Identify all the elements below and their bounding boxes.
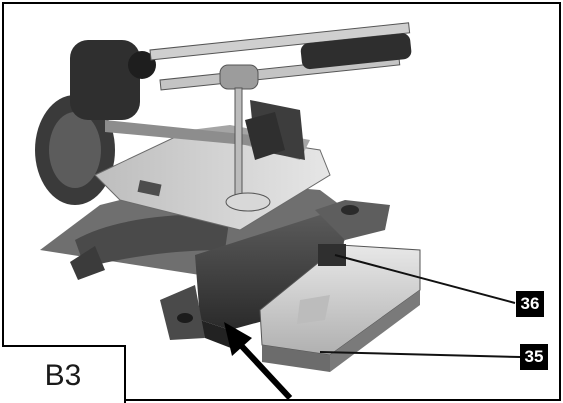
motor-housing <box>35 40 156 205</box>
support-rods <box>318 244 521 358</box>
hold-down-clamp <box>219 64 285 212</box>
figure-label: B3 <box>44 359 82 392</box>
callout-36: 36 <box>516 291 544 317</box>
figure-label-box: B3 <box>2 345 126 403</box>
callout-35: 35 <box>520 344 548 370</box>
arrow-pointing-up-left-icon <box>224 322 293 401</box>
